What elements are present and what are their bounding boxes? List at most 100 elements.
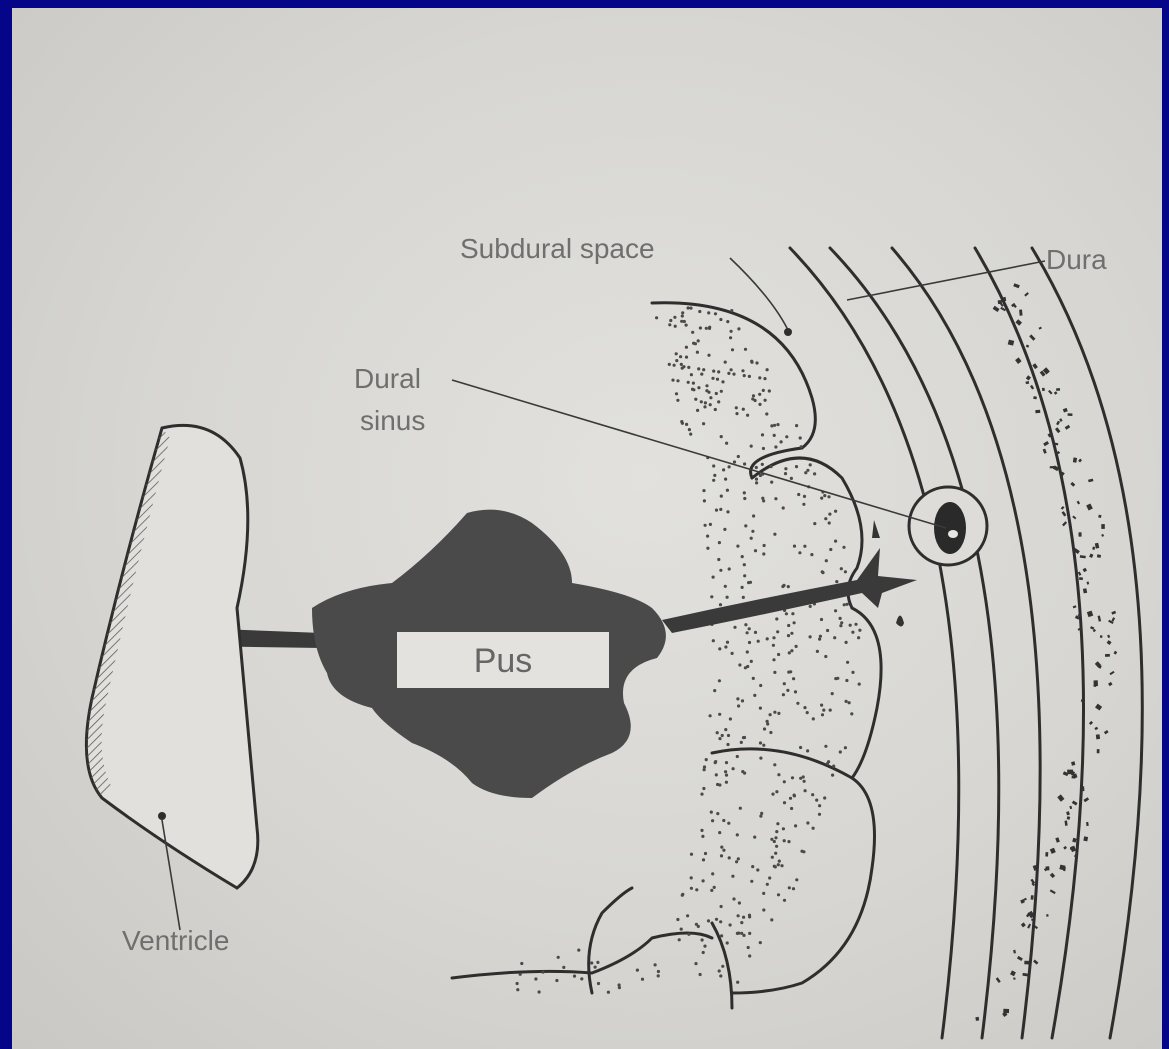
- bone-mark: [1048, 390, 1052, 395]
- stipple-dot: [782, 506, 785, 509]
- stipple-dot: [736, 697, 739, 700]
- bone-mark: [1070, 482, 1075, 487]
- stipple-dot: [702, 489, 705, 492]
- stipple-dot: [716, 731, 719, 734]
- bone-mark: [1017, 956, 1023, 961]
- stipple-dot: [712, 576, 715, 579]
- stipple-dot: [764, 399, 767, 402]
- stipple-dot: [742, 596, 745, 599]
- stipple-dot: [699, 973, 702, 976]
- stipple-dot: [671, 379, 674, 382]
- stipple-dot: [803, 780, 806, 783]
- stipple-dot: [718, 831, 721, 834]
- stipple-dot: [770, 481, 773, 484]
- stipple-dot: [715, 509, 718, 512]
- stipple-dot: [783, 899, 786, 902]
- stipple-dot: [743, 497, 746, 500]
- stipple-dot: [573, 975, 576, 978]
- bone-mark: [1097, 749, 1100, 753]
- stipple-dot: [780, 440, 783, 443]
- stipple-dot: [748, 641, 751, 644]
- stipple-dot: [798, 551, 801, 554]
- stipple-dot: [840, 621, 843, 624]
- stipple-dot: [713, 886, 716, 889]
- stipple-dot: [752, 394, 755, 397]
- stipple-dot: [695, 923, 698, 926]
- stipple-dot: [654, 963, 657, 966]
- stipple-dot: [828, 521, 831, 524]
- stipple-dot: [675, 359, 678, 362]
- stipple-dot: [696, 409, 699, 412]
- bone-mark: [1069, 806, 1072, 809]
- stipple-dot: [786, 689, 789, 692]
- stipple-dot: [733, 460, 736, 463]
- stipple-dot: [709, 714, 712, 717]
- bone-mark: [1101, 534, 1104, 537]
- bone-mark: [1107, 635, 1110, 638]
- bone-mark: [1024, 292, 1029, 297]
- bone-mark: [1072, 516, 1076, 520]
- bone-mark: [1089, 721, 1093, 725]
- bone-mark: [1105, 654, 1110, 657]
- stipple-dot: [722, 468, 725, 471]
- stipple-dot: [848, 701, 851, 704]
- stipple-dot: [683, 320, 686, 323]
- stipple-dot: [759, 741, 762, 744]
- stipple-dot: [818, 638, 821, 641]
- bone-mark: [1088, 479, 1093, 483]
- stipple-dot: [718, 737, 721, 740]
- stipple-dot: [703, 765, 706, 768]
- stipple-dot: [594, 966, 597, 969]
- bone-mark: [1035, 410, 1040, 413]
- stipple-dot: [787, 840, 790, 843]
- stipple-dot: [744, 623, 747, 626]
- stipple-dot: [715, 392, 718, 395]
- stipple-dot: [724, 361, 727, 364]
- stipple-dot: [742, 916, 745, 919]
- stipple-dot: [768, 876, 771, 879]
- stipple-dot: [784, 472, 787, 475]
- stipple-dot: [704, 524, 707, 527]
- stipple-dot: [724, 770, 727, 773]
- stipple-dot: [692, 382, 695, 385]
- stipple-dot: [737, 857, 740, 860]
- stipple-dot: [854, 623, 857, 626]
- stipple-dot: [597, 982, 600, 985]
- stipple-dot: [733, 626, 736, 629]
- bone-mark: [1027, 924, 1031, 929]
- bone-mark: [1029, 334, 1035, 340]
- stipple-dot: [708, 326, 711, 329]
- stipple-dot: [782, 693, 785, 696]
- bone-mark: [1083, 797, 1089, 802]
- stipple-dot: [816, 650, 819, 653]
- bone-mark: [1013, 283, 1020, 288]
- stipple-dot: [685, 356, 688, 359]
- stipple-dot: [725, 774, 728, 777]
- stipple-dot: [710, 595, 713, 598]
- stipple-dot: [692, 342, 695, 345]
- bone-mark: [1111, 611, 1116, 615]
- stipple-dot: [776, 822, 779, 825]
- stipple-dot: [787, 634, 790, 637]
- stipple-dot: [790, 807, 793, 810]
- stipple-dot: [722, 849, 725, 852]
- stipple-dot: [720, 905, 723, 908]
- bone-mark: [1097, 554, 1101, 558]
- stipple-dot: [744, 666, 747, 669]
- stipple-dot: [759, 757, 762, 760]
- stipple-dot: [607, 991, 610, 994]
- bone-mark: [1063, 408, 1068, 413]
- stipple-dot: [689, 307, 692, 310]
- stipple-dot: [729, 717, 732, 720]
- stipple-dot: [686, 914, 689, 917]
- stipple-dot: [826, 629, 829, 632]
- stipple-dot: [750, 880, 753, 883]
- bone-mark: [1070, 846, 1076, 853]
- stipple-dot: [727, 734, 730, 737]
- stipple-dot: [812, 717, 815, 720]
- stipple-dot: [775, 830, 778, 833]
- bone-mark: [1077, 501, 1081, 505]
- stipple-dot: [768, 389, 771, 392]
- stipple-dot: [754, 549, 757, 552]
- stipple-dot: [845, 700, 848, 703]
